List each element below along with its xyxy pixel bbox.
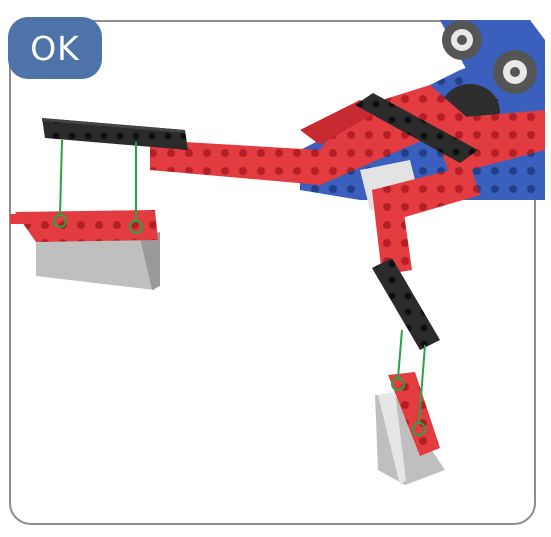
- status-badge-label: OK: [30, 29, 80, 68]
- weight-block-left: [10, 210, 160, 290]
- status-badge: OK: [8, 17, 102, 79]
- black-beam-left: [42, 118, 188, 150]
- wheel-icon: [442, 20, 482, 60]
- black-beam-lower: [372, 258, 440, 350]
- weight-block-right: [375, 372, 445, 485]
- wheel-icon: [493, 50, 537, 94]
